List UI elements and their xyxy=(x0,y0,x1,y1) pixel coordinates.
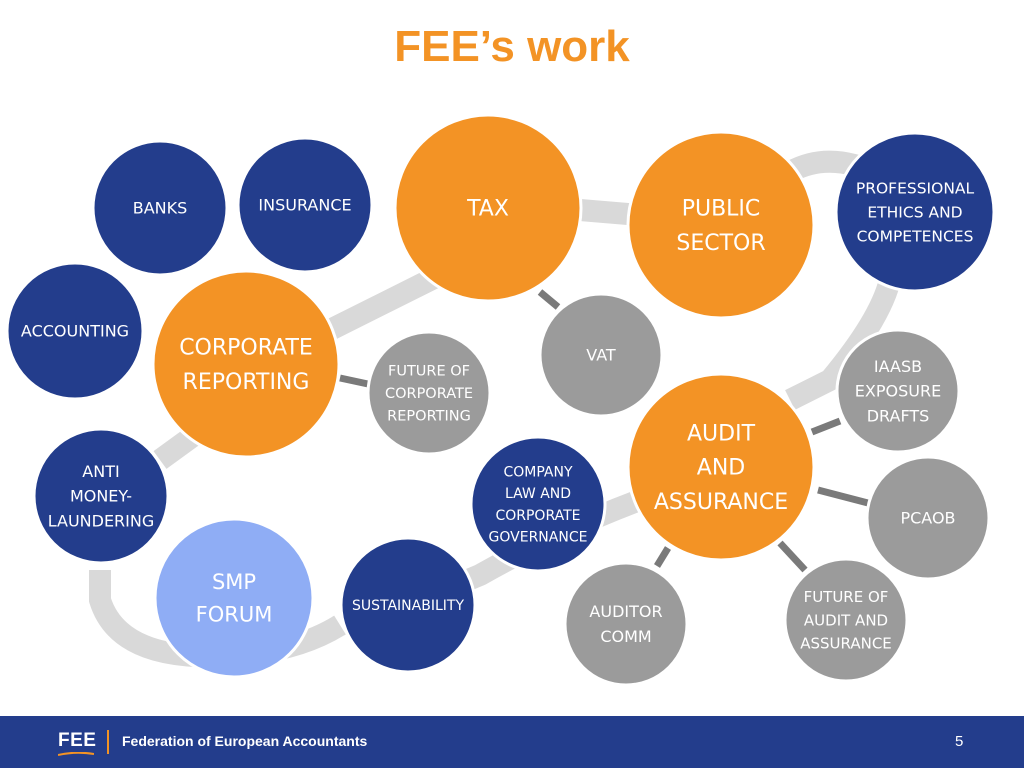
node-label: SECTOR xyxy=(676,231,765,256)
node-label: COMM xyxy=(600,627,651,646)
topic-nodes: BANKS INSURANCE TAX PUBLIC SECTOR PROFESSIONA… xyxy=(5,113,996,687)
node-vat: VAT xyxy=(538,292,664,418)
node-circle xyxy=(783,557,909,683)
node-label: PUBLIC xyxy=(682,197,761,222)
node-circle xyxy=(626,130,816,320)
node-circle xyxy=(339,536,477,674)
node-anti-money-laundering: ANTI MONEY- LAUNDERING xyxy=(32,427,170,565)
node-circle xyxy=(865,455,991,581)
node-circle xyxy=(5,261,145,401)
node-circle xyxy=(626,372,816,562)
node-insurance: INSURANCE xyxy=(236,136,374,274)
slide-title: FEE’s work xyxy=(394,22,630,71)
node-professional-ethics: PROFESSIONAL ETHICS AND COMPETENCES xyxy=(834,131,996,293)
node-label: FUTURE OF xyxy=(804,588,889,606)
node-tax: TAX xyxy=(393,113,583,303)
footer-divider xyxy=(107,730,109,754)
node-banks: BANKS xyxy=(91,139,229,277)
node-circle xyxy=(393,113,583,303)
node-label: FORUM xyxy=(196,603,273,627)
fee-logo: FEE xyxy=(58,730,97,751)
node-label: IAASB xyxy=(874,357,922,376)
node-circle xyxy=(834,131,996,293)
work-areas-diagram: BANKS INSURANCE TAX PUBLIC SECTOR PROFESSIONA… xyxy=(5,113,996,687)
node-label: REPORTING xyxy=(183,370,310,395)
node-circle xyxy=(538,292,664,418)
node-future-audit: FUTURE OF AUDIT AND ASSURANCE xyxy=(783,557,909,683)
node-link xyxy=(777,540,808,573)
node-link xyxy=(654,546,671,568)
node-label: LAW AND xyxy=(505,486,571,502)
node-label: VAT xyxy=(586,346,616,365)
node-label: REPORTING xyxy=(387,409,471,425)
node-link xyxy=(537,289,561,310)
fee-logo-swoosh-icon xyxy=(58,752,94,756)
node-circle xyxy=(91,139,229,277)
node-iaasb: IAASB EXPOSURE DRAFTS xyxy=(835,328,961,454)
node-corporate-reporting: CORPORATE REPORTING xyxy=(151,269,341,459)
node-label: ETHICS AND xyxy=(867,203,962,221)
page-number: 5 xyxy=(955,733,964,750)
node-label: COMPETENCES xyxy=(857,227,974,245)
node-links xyxy=(339,289,869,573)
node-accounting: ACCOUNTING xyxy=(5,261,145,401)
node-label: MONEY- xyxy=(70,487,132,506)
node-label: CORPORATE xyxy=(179,336,313,361)
node-circle xyxy=(366,330,492,456)
node-label: CORPORATE xyxy=(385,386,473,402)
node-label: AUDIT AND xyxy=(804,611,888,629)
node-smp-forum: SMP FORUM xyxy=(153,517,315,679)
node-label: AUDIT xyxy=(687,422,756,447)
node-circle xyxy=(835,328,961,454)
node-label: EXPOSURE xyxy=(855,382,941,401)
node-link xyxy=(810,417,842,436)
node-future-corporate-reporting: FUTURE OF CORPORATE REPORTING xyxy=(366,330,492,456)
node-label: FUTURE OF xyxy=(388,364,470,380)
node-label: SUSTAINABILITY xyxy=(352,598,464,614)
node-public-sector: PUBLIC SECTOR xyxy=(626,130,816,320)
node-circle xyxy=(151,269,341,459)
node-circle xyxy=(236,136,374,274)
node-label: DRAFTS xyxy=(867,406,930,425)
node-label: ACCOUNTING xyxy=(21,322,129,341)
organization-name: Federation of European Accountants xyxy=(122,733,368,749)
node-label: SMP xyxy=(212,570,256,594)
node-label: LAUNDERING xyxy=(48,511,155,530)
node-label: ANTI xyxy=(82,462,119,481)
connector-segment xyxy=(785,277,901,410)
node-sustainability: SUSTAINABILITY xyxy=(339,536,477,674)
node-label: GOVERNANCE xyxy=(489,529,588,545)
node-label: AND xyxy=(697,456,745,481)
node-label: BANKS xyxy=(133,199,188,218)
node-label: PROFESSIONAL xyxy=(856,179,975,197)
node-circle xyxy=(153,517,315,679)
node-auditor-comm: AUDITOR COMM xyxy=(563,561,689,687)
node-label: INSURANCE xyxy=(258,196,351,215)
node-link xyxy=(339,374,369,388)
node-circle xyxy=(32,427,170,565)
node-label: COMPANY xyxy=(503,464,572,480)
footer-bar: FEE Federation of European Accountants 5 xyxy=(0,716,1024,768)
node-link xyxy=(817,486,869,507)
node-circle xyxy=(469,435,607,573)
node-label: ASSURANCE xyxy=(800,635,892,653)
node-circle xyxy=(563,561,689,687)
node-label: AUDITOR xyxy=(589,602,662,621)
node-pcaob: PCAOB xyxy=(865,455,991,581)
node-label: CORPORATE xyxy=(495,508,580,524)
node-label: ASSURANCE xyxy=(654,490,788,515)
node-label: TAX xyxy=(466,197,509,222)
node-audit-assurance: AUDIT AND ASSURANCE xyxy=(626,372,816,562)
node-label: PCAOB xyxy=(900,509,955,528)
node-company-law: COMPANY LAW AND CORPORATE GOVERNANCE xyxy=(469,435,607,573)
